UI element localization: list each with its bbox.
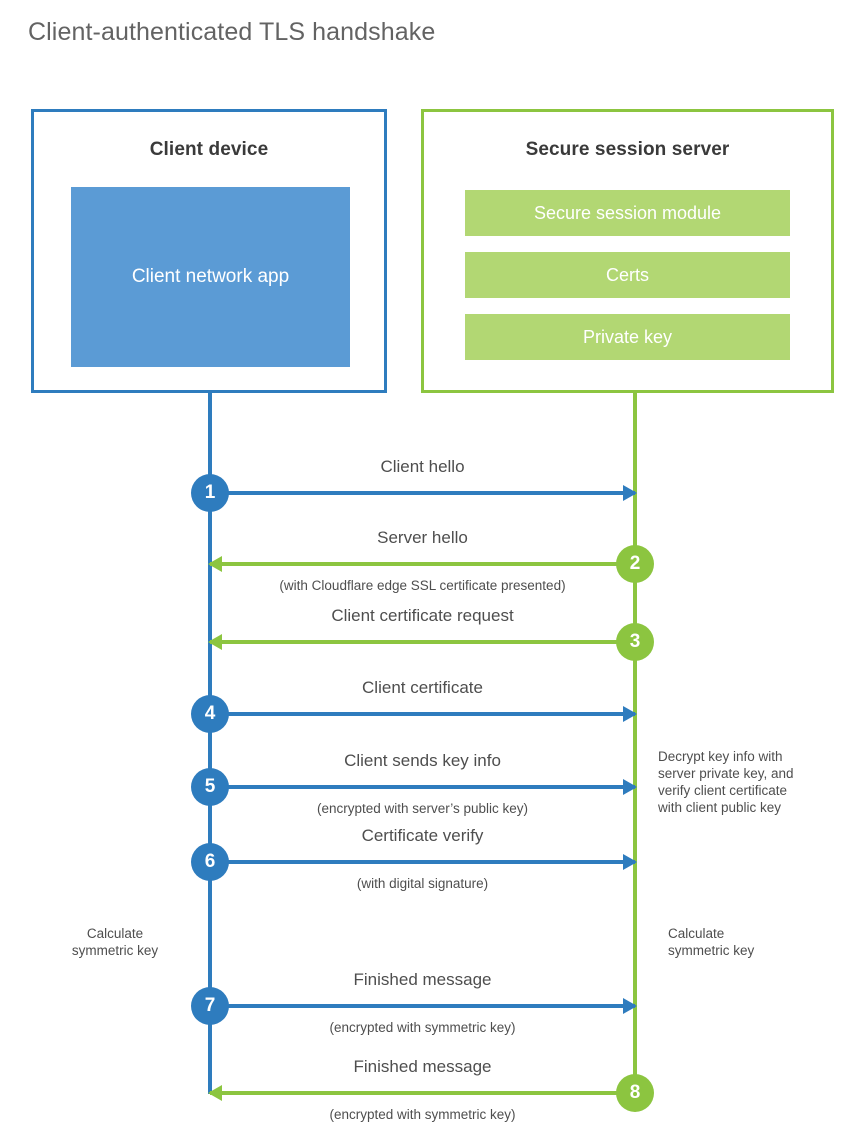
arrow-left-icon <box>208 556 222 572</box>
message-line-5 <box>210 785 635 789</box>
arrow-right-icon <box>623 998 637 1014</box>
message-label-5: Client sends key info <box>344 751 501 770</box>
arrow-right-icon <box>623 854 637 870</box>
note-client-calculate-symmetric-key: Calculate symmetric key <box>40 925 190 959</box>
arrow-left-icon <box>208 634 222 650</box>
step-circle-6[interactable]: 6 <box>191 843 229 881</box>
message-label-1: Client hello <box>380 457 465 476</box>
server-component-secure-session-module: Secure session module <box>465 190 790 236</box>
message-label-4: Client certificate <box>362 678 483 697</box>
client-app-label-line2: app <box>257 266 290 287</box>
arrow-left-icon <box>208 1085 222 1101</box>
message-label-7: Finished message <box>353 970 492 989</box>
note-decrypt-line1: Decrypt key info with <box>658 749 783 764</box>
step-circle-2[interactable]: 2 <box>616 545 654 583</box>
step-circle-7[interactable]: 7 <box>191 987 229 1025</box>
step-circle-1[interactable]: 1 <box>191 474 229 512</box>
client-app-label-line1: Client network <box>131 266 253 287</box>
step-circle-4[interactable]: 4 <box>191 695 229 733</box>
arrow-right-icon <box>623 485 637 501</box>
note-server-calc-line2: symmetric key <box>668 943 755 958</box>
message-sublabel-2: (with Cloudflare edge SSL certificate pr… <box>279 578 566 593</box>
server-lifeline <box>633 392 637 1094</box>
message-line-6 <box>210 860 635 864</box>
message-label-6: Certificate verify <box>361 826 484 845</box>
step-circle-3[interactable]: 3 <box>616 623 654 661</box>
note-client-calc-line2: symmetric key <box>71 943 159 958</box>
note-server-calculate-symmetric-key: Calculate symmetric key <box>668 925 818 959</box>
message-line-2 <box>210 562 635 566</box>
message-label-3: Client certificate request <box>331 606 514 625</box>
message-line-4 <box>210 712 635 716</box>
server-component-private-key: Private key <box>465 314 790 360</box>
secure-session-server-title: Secure session server <box>525 139 730 160</box>
message-sublabel-6: (with digital signature) <box>356 876 489 891</box>
page-title: Client-authenticated TLS handshake <box>28 18 436 46</box>
message-line-1 <box>210 491 635 495</box>
arrow-right-icon <box>623 706 637 722</box>
arrow-right-icon <box>623 779 637 795</box>
note-client-calc-line1: Calculate <box>86 926 144 941</box>
client-lifeline <box>208 392 212 1094</box>
server-component-certs: Certs <box>465 252 790 298</box>
message-line-7 <box>210 1004 635 1008</box>
step-circle-5[interactable]: 5 <box>191 768 229 806</box>
step-circle-8[interactable]: 8 <box>616 1074 654 1112</box>
message-sublabel-8: (encrypted with symmetric key) <box>329 1107 516 1122</box>
note-decrypt-key-info: Decrypt key info with server private key… <box>658 748 843 816</box>
message-sublabel-7: (encrypted with symmetric key) <box>329 1020 516 1035</box>
client-network-app-panel: Client network app <box>71 187 350 367</box>
note-decrypt-line3: verify client certificate <box>658 783 788 798</box>
note-server-calc-line1: Calculate <box>668 926 725 941</box>
server-components-list: Secure session module Certs Private key <box>465 190 790 360</box>
secure-session-server-box: Secure session server Secure session mod… <box>421 109 834 393</box>
message-line-8 <box>210 1091 635 1095</box>
message-label-2: Server hello <box>377 528 468 547</box>
note-decrypt-line4: with client public key <box>658 800 782 815</box>
client-device-box: Client device Client network app <box>31 109 387 393</box>
client-device-title: Client device <box>149 139 269 160</box>
message-line-3 <box>210 640 635 644</box>
message-sublabel-5: (encrypted with server’s public key) <box>316 801 529 816</box>
message-label-8: Finished message <box>353 1057 492 1076</box>
note-decrypt-line2: server private key, and <box>658 766 794 781</box>
